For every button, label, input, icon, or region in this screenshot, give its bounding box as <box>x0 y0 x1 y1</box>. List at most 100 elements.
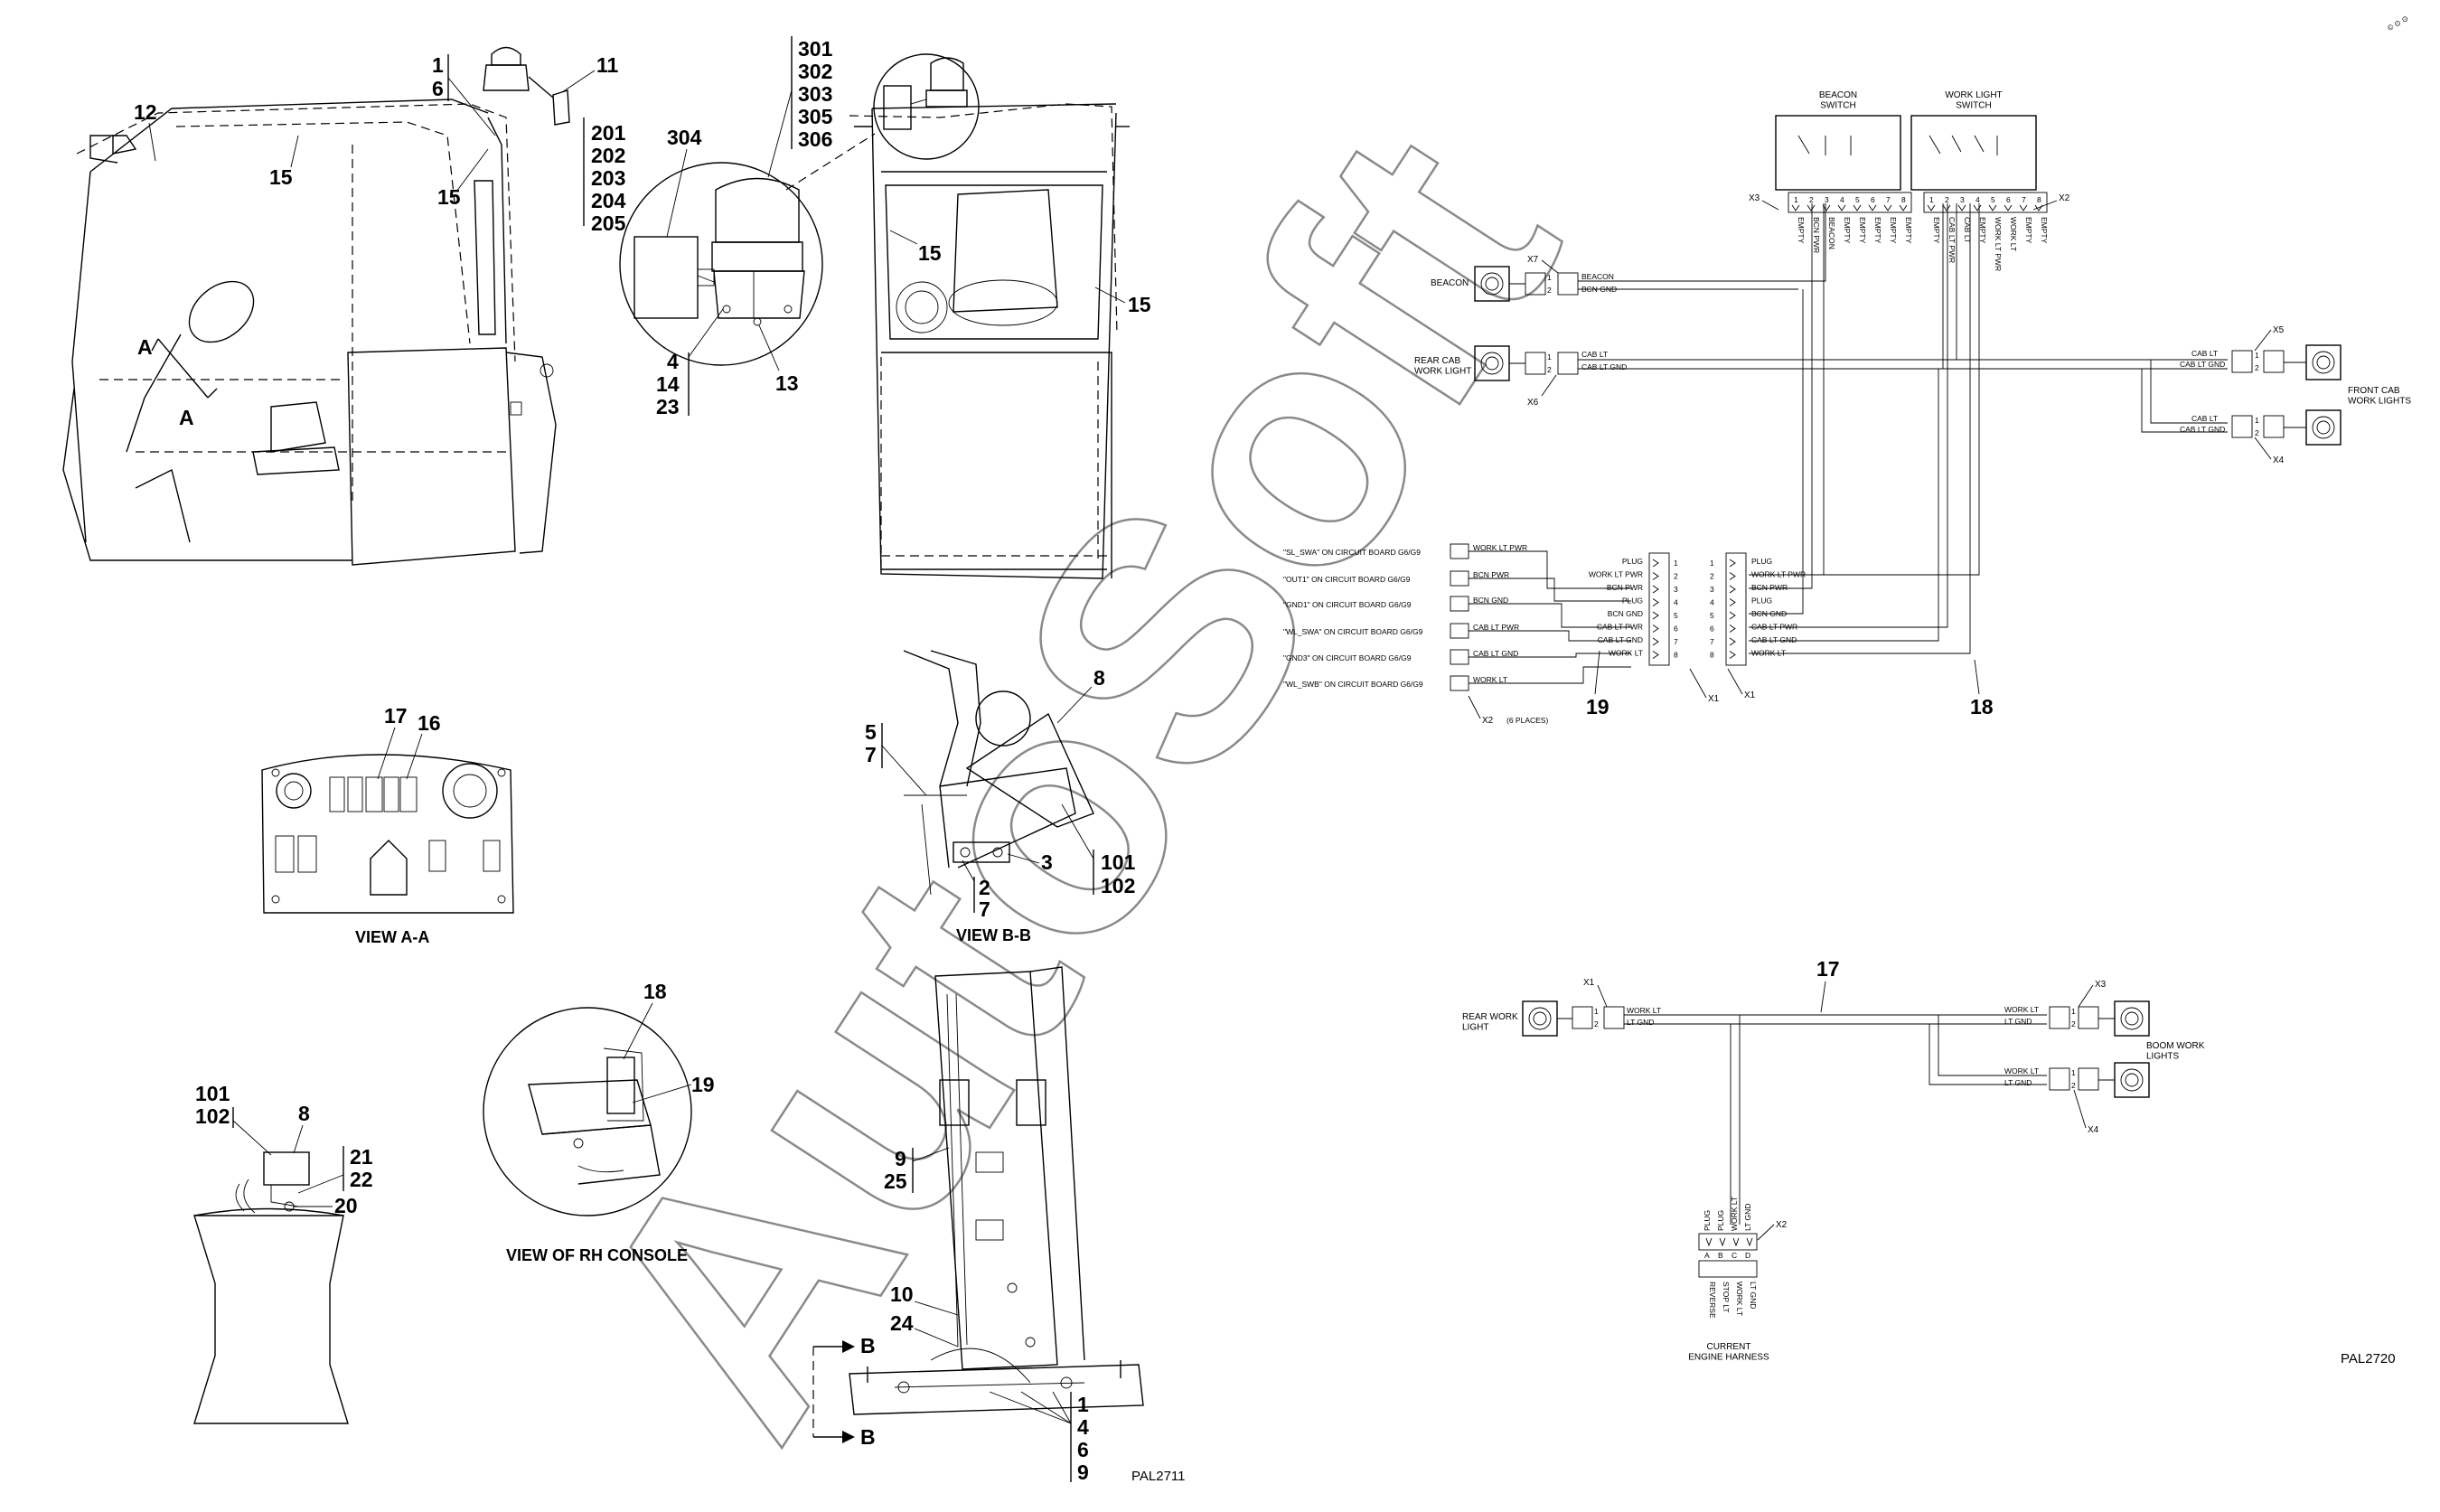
work-light-switch-pin-2: 2 <box>1945 195 1949 204</box>
beacon-switch-pin-arrow-2 <box>1807 204 1816 211</box>
work-light-switch-pin-arrow-3 <box>1957 204 1966 211</box>
callout-5-bb: 5 <box>865 720 877 744</box>
x1-left-pin-5: 5 <box>1674 611 1678 620</box>
cab-callouts: 12 15 1 6 15 11 201 202 203 204 205 <box>134 53 626 235</box>
x1-left-arrow-1 <box>1652 559 1659 568</box>
x1-left-wire-4: PLUG <box>1622 596 1643 606</box>
beacon-label: BEACON <box>1431 278 1469 288</box>
callout-102-bb: 102 <box>1101 874 1135 897</box>
x2-wire-1: WORK LT PWR <box>1473 543 1527 552</box>
beacon-switch-pin-6: 6 <box>1871 195 1875 204</box>
bottom-x3-connector: 1 2 WORK LT LT GND X3 <box>2004 980 2107 1029</box>
x6-wire-cab-lt: CAB LT <box>1581 350 1608 359</box>
callout-301: 301 <box>798 37 833 61</box>
x2-wire-5: CAB LT GND <box>1473 649 1518 658</box>
x2-route-1 <box>1536 550 1631 589</box>
x1-left-wire-5: BCN GND <box>1608 609 1643 618</box>
dash-panel-view: 17 16 VIEW A-A <box>261 704 514 946</box>
bottom-x3-wire-lt-gnd: LT GND <box>2004 1017 2032 1026</box>
work-light-switch-pin-arrow-6 <box>2004 204 2013 211</box>
x1-right-arrow-4 <box>1729 598 1736 606</box>
work-light-switch-pin-strip <box>1923 192 2048 213</box>
callout-101-bb: 101 <box>1101 850 1136 874</box>
x1-left-pin-3: 3 <box>1674 585 1678 594</box>
x1-left-arrow-8 <box>1652 651 1659 659</box>
bottom-x2-top-strip <box>1698 1233 1758 1251</box>
x5-pin-1: 1 <box>2255 351 2259 360</box>
bottom-x2-arrow-3 <box>1732 1237 1740 1247</box>
beacon-switch-box <box>1775 115 1901 191</box>
section-b-bottom: B <box>860 1425 876 1449</box>
callout-203: 203 <box>591 166 625 190</box>
beacon-switch-pin-4: 4 <box>1840 195 1844 204</box>
callout-19-schematic: 19 <box>1586 695 1609 718</box>
x2-wire-4: CAB LT PWR <box>1473 623 1519 632</box>
x2-wire-6: WORK LT <box>1473 675 1507 684</box>
x1-right-wire-4: PLUG <box>1751 596 1772 606</box>
cab-side-view: A A <box>62 46 570 566</box>
bottom-x3-pin-2: 2 <box>2071 1019 2076 1028</box>
drawing-number-right: PAL2720 <box>2341 1351 2396 1366</box>
callout-101-console: 101 <box>195 1082 230 1105</box>
work-light-switch-pin-6: 6 <box>2006 195 2011 204</box>
x6-pin-2: 2 <box>1547 365 1552 374</box>
x2-places-note: (6 PLACES) <box>1506 716 1548 725</box>
circuit-ref-3: "GND1" ON CIRCUIT BOARD G6/G9 <box>1283 600 1412 609</box>
x1-right-pin-7: 7 <box>1710 637 1714 646</box>
bottom-x2-bottom-wire-2: STOP LT <box>1722 1282 1731 1313</box>
x5-wire-cab-lt-gnd: CAB LT GND <box>2180 360 2225 369</box>
callout-6-boom: 6 <box>1077 1438 1089 1461</box>
bottom-x2-arrow-2 <box>1719 1237 1726 1247</box>
beacon-switch-pin-arrow-5 <box>1853 204 1862 211</box>
x2-route-2 <box>1536 578 1631 602</box>
x1-right-arrow-2 <box>1729 572 1736 580</box>
bottom-x4-pin-1: 1 <box>2071 1068 2076 1077</box>
x7-pin-2: 2 <box>1547 286 1552 295</box>
beacon-switch-pin-1: 1 <box>1794 195 1798 204</box>
connector-x1-left: X1 <box>1708 694 1720 704</box>
work-light-switch-wire-5: WORK LT PWR <box>1994 217 2003 271</box>
x1-left-arrow-4 <box>1652 598 1659 606</box>
x2-box-2 <box>1450 570 1469 587</box>
boom-view: 9 25 10 24 1 4 6 9 B B <box>812 966 1144 1484</box>
bottom-x2-top-wire-4: LT GND <box>1743 1204 1752 1231</box>
bottom-connector-x4: X4 <box>2088 1125 2099 1135</box>
x1-left-arrow-7 <box>1652 637 1659 646</box>
x1-left-wire-2: WORK LT PWR <box>1589 570 1643 579</box>
connector-x3-top: X3 <box>1749 193 1760 203</box>
x1-right-arrow-5 <box>1729 611 1736 620</box>
callout-304: 304 <box>667 126 702 149</box>
callout-9-boom: 9 <box>895 1147 906 1170</box>
work-light-switch-pin-arrow-7 <box>2019 204 2028 211</box>
x1-right-arrow-6 <box>1729 625 1736 633</box>
beacon-switch-wire-6: EMPTY <box>1873 217 1882 244</box>
work-light-switch-pin-arrow-2 <box>1942 204 1951 211</box>
callout-202: 202 <box>591 144 625 167</box>
beacon-switch-pin-3: 3 <box>1825 195 1829 204</box>
callout-8-console: 8 <box>298 1102 310 1125</box>
callout-15-rear-right: 15 <box>1128 293 1151 316</box>
beacon-switch-pin-arrow-6 <box>1868 204 1877 211</box>
x1-left-wire-7: CAB LT GND <box>1598 635 1643 644</box>
bottom-x2-pin-b: B <box>1718 1251 1723 1260</box>
x1-left-arrow-2 <box>1652 572 1659 580</box>
circuit-ref-2: "OUT1" ON CIRCUIT BOARD G6/G9 <box>1283 575 1411 584</box>
x1-left-pin-8: 8 <box>1674 651 1678 660</box>
beacon-switch-wire-2: BCN PWR <box>1812 217 1821 253</box>
x1-right-wire-2: WORK LT PWR <box>1751 570 1806 579</box>
work-light-switch-pin-7: 7 <box>2022 195 2026 204</box>
beacon-switch-pin-arrow-8 <box>1899 204 1908 211</box>
bottom-x3-wire-work-lt: WORK LT <box>2004 1005 2039 1014</box>
work-light-switch-wire-6: WORK LT <box>2009 217 2018 251</box>
callout-16: 16 <box>418 711 441 735</box>
